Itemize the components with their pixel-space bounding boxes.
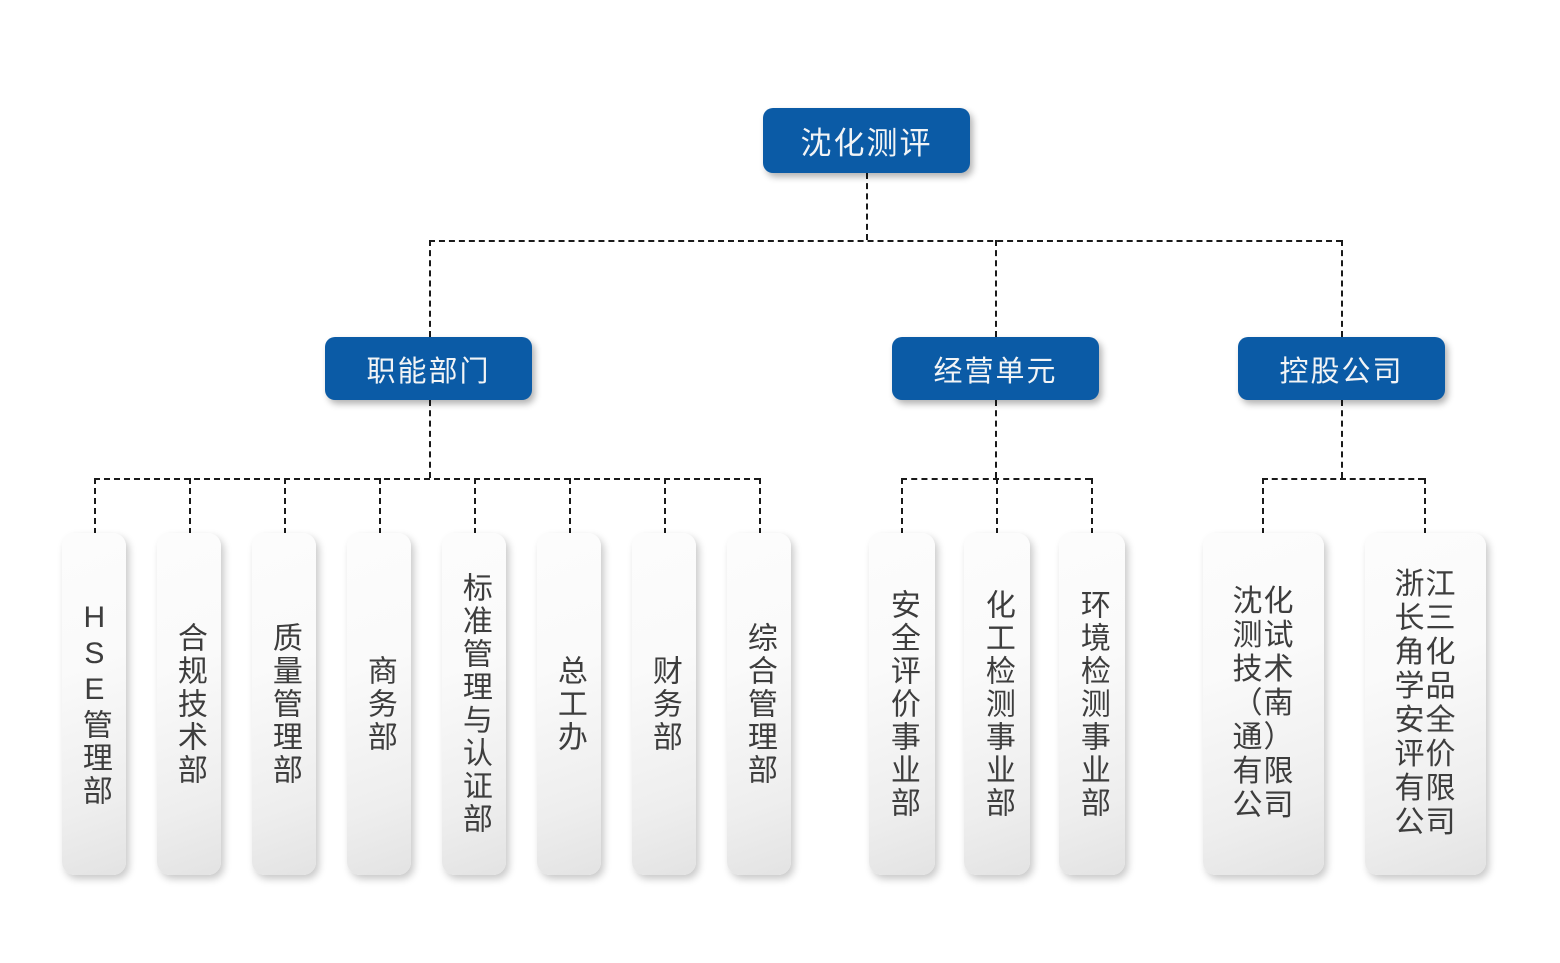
connector-holding-drop-0 — [1262, 478, 1264, 534]
node-department-label: 财务部 — [647, 654, 681, 754]
node-holding-company-zhejiang-yangtze-delta[interactable]: 浙江长三角化学品安全评价有限公司 — [1365, 533, 1486, 875]
node-department-general-management[interactable]: 综合管理部 — [727, 533, 791, 875]
connector-business-drop-2 — [1091, 478, 1093, 534]
node-department-quality-management[interactable]: 质量管理部 — [252, 533, 316, 875]
node-department-standards-certification[interactable]: 标准管理与认证部 — [442, 533, 506, 875]
node-business-unit-environmental-testing[interactable]: 环境检测事业部 — [1059, 533, 1125, 875]
node-department-hse-management[interactable]: HSE管理部 — [62, 533, 126, 875]
connector-business-drop-0 — [901, 478, 903, 534]
connector-functional-drop-0 — [94, 478, 96, 534]
node-department-label: 合规技术部 — [172, 621, 206, 787]
connector-holding-stem — [1341, 400, 1343, 478]
connector-functional-drop-7 — [759, 478, 761, 534]
node-root-label: 沈化测评 — [800, 126, 933, 161]
node-business-unit-chemical-testing[interactable]: 化工检测事业部 — [964, 533, 1030, 875]
connector-functional-drop-5 — [569, 478, 571, 534]
node-department-label: HSE管理部 — [77, 600, 111, 808]
node-business-unit-safety-assessment[interactable]: 安全评价事业部 — [869, 533, 935, 875]
connector-business-stem — [995, 400, 997, 478]
node-category-holding-label: 控股公司 — [1279, 355, 1404, 388]
node-category-business-units[interactable]: 经营单元 — [892, 337, 1099, 400]
node-category-business-label: 经营单元 — [933, 355, 1058, 388]
node-business-unit-label: 安全评价事业部 — [885, 588, 919, 820]
connector-holding-bus — [1262, 478, 1424, 480]
connector-functional-drop-2 — [284, 478, 286, 534]
node-category-functional-label: 职能部门 — [366, 355, 491, 388]
node-business-unit-label: 化工检测事业部 — [980, 588, 1014, 820]
node-category-holding-companies[interactable]: 控股公司 — [1238, 337, 1445, 400]
connector-drop-business — [995, 240, 997, 337]
connector-level1-bus — [429, 240, 1342, 242]
connector-drop-holding — [1341, 240, 1343, 337]
node-department-label: 质量管理部 — [267, 621, 301, 787]
connector-drop-functional — [429, 240, 431, 337]
node-business-unit-label: 环境检测事业部 — [1075, 588, 1109, 820]
node-department-chief-engineer-office[interactable]: 总工办 — [537, 533, 601, 875]
connector-holding-drop-1 — [1424, 478, 1426, 534]
node-root-shenhua-ceping[interactable]: 沈化测评 — [763, 108, 970, 173]
connector-functional-drop-6 — [664, 478, 666, 534]
connector-root-stem — [866, 173, 868, 240]
connector-business-drop-1 — [996, 478, 998, 534]
node-department-finance[interactable]: 财务部 — [632, 533, 696, 875]
node-holding-company-label: 浙江长三角化学品安全评价有限公司 — [1394, 568, 1457, 839]
node-holding-company-shenhua-nantong[interactable]: 沈化测试技术（南通）有限公司 — [1203, 533, 1324, 875]
connector-functional-drop-1 — [189, 478, 191, 534]
connector-functional-drop-4 — [474, 478, 476, 534]
node-holding-company-label: 沈化测试技术（南通）有限公司 — [1232, 585, 1295, 822]
connector-functional-stem — [429, 400, 431, 478]
node-category-functional-departments[interactable]: 职能部门 — [325, 337, 532, 400]
connector-functional-bus — [94, 478, 760, 480]
node-department-label: 综合管理部 — [742, 621, 776, 787]
node-department-commerce[interactable]: 商务部 — [347, 533, 411, 875]
node-department-label: 商务部 — [362, 654, 396, 754]
node-department-label: 标准管理与认证部 — [457, 572, 491, 836]
node-department-label: 总工办 — [552, 654, 586, 754]
node-department-compliance-technology[interactable]: 合规技术部 — [157, 533, 221, 875]
connector-functional-drop-3 — [379, 478, 381, 534]
